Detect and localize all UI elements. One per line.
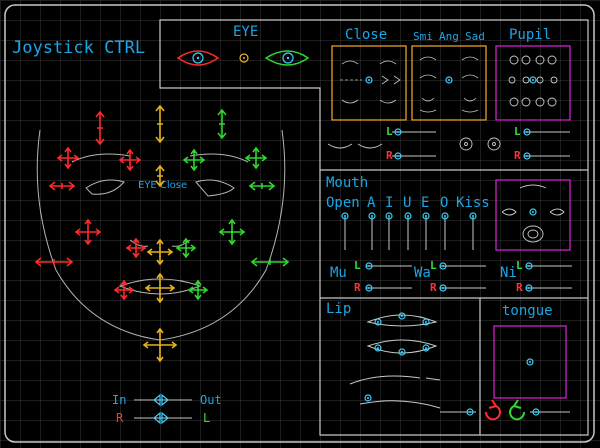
wa-r-label: R — [430, 281, 437, 294]
nostril-left-ctrl[interactable] — [175, 237, 197, 259]
brow-left-inner-ctrl[interactable] — [182, 148, 206, 172]
eye-left-h-arrow[interactable] — [248, 181, 276, 191]
brow-outer-left-arrow[interactable] — [217, 108, 227, 140]
pupil-box[interactable] — [495, 45, 571, 121]
jaw-l-label: L — [203, 411, 211, 425]
cheek-right-ctrl[interactable] — [74, 218, 102, 246]
expression-sad-label: Sad — [465, 30, 485, 43]
close-r-label: R — [386, 149, 393, 162]
kiss-label: Kiss — [456, 195, 490, 211]
eye-control-group[interactable] — [176, 50, 310, 66]
pupil-section-label: Pupil — [509, 27, 552, 43]
close-box[interactable] — [331, 45, 407, 121]
cheek-left-h-arrow[interactable] — [250, 257, 290, 267]
jaw-slider-handles[interactable] — [153, 393, 169, 425]
expression-box[interactable] — [411, 45, 487, 121]
vowel-u-label: U — [403, 195, 412, 211]
wa-label: Wa — [414, 265, 431, 281]
mouth-section-label: Mouth — [326, 175, 369, 191]
brow-outer-right-arrow[interactable] — [95, 110, 105, 146]
face-controllers[interactable] — [34, 104, 290, 363]
lip-shapes — [349, 314, 441, 409]
eye-center-control[interactable] — [239, 53, 249, 63]
left-eye-shape[interactable] — [176, 50, 220, 66]
pupil-l-label: L — [514, 125, 521, 138]
eye-close-face-label: EYE Close — [138, 180, 187, 191]
panel-frames — [159, 19, 589, 436]
vowel-a-label: A — [367, 195, 376, 211]
outer-frame — [4, 4, 595, 443]
close-l-label: L — [386, 125, 393, 138]
nose-bridge-arrow[interactable] — [155, 164, 165, 188]
nostril-right-ctrl[interactable] — [125, 237, 147, 259]
close-section-label: Close — [345, 27, 388, 43]
jaw-out-label: Out — [200, 393, 222, 407]
mouth-vowel-sliders — [344, 216, 474, 250]
cheek-right-h-arrow[interactable] — [34, 257, 74, 267]
ni-l-label: L — [516, 259, 523, 272]
brow-right-inner-ctrl[interactable] — [118, 148, 142, 172]
wa-l-label: L — [430, 259, 437, 272]
app-title: Joystick CTRL — [12, 38, 146, 58]
mu-l-label: L — [354, 259, 361, 272]
mouth-corner-left-ctrl[interactable] — [187, 279, 209, 301]
mouth-center-ctrl[interactable] — [144, 272, 176, 304]
tongue-box[interactable] — [493, 325, 567, 399]
tongue-section-label: tongue — [502, 303, 553, 319]
eye-section-label: EYE — [233, 24, 259, 40]
mu-r-label: R — [354, 281, 361, 294]
ni-label: Ni — [500, 265, 517, 281]
brow-right-outer-ctrl[interactable] — [56, 146, 80, 170]
jaw-in-label: In — [112, 393, 127, 407]
right-eye-shape[interactable] — [264, 50, 310, 66]
vowel-o-label: O — [440, 195, 449, 211]
vowel-i-label: I — [385, 195, 394, 211]
mu-label: Mu — [330, 265, 347, 281]
mouth-shape-box[interactable] — [495, 179, 571, 251]
open-label: Open — [326, 195, 360, 211]
cheek-left-ctrl[interactable] — [218, 218, 246, 246]
mouth-corner-right-ctrl[interactable] — [113, 279, 135, 301]
vowel-e-label: E — [421, 195, 430, 211]
brow-left-outer-ctrl[interactable] — [244, 146, 268, 170]
brow-center-arrow[interactable] — [155, 104, 165, 144]
tongue-rotate-controls[interactable] — [484, 399, 526, 421]
expression-smi-label: Smi — [413, 30, 433, 43]
eye-right-h-arrow[interactable] — [48, 181, 76, 191]
jaw-r-label: R — [116, 411, 124, 425]
jaw-ctrl[interactable] — [142, 327, 178, 363]
pupil-r-label: R — [514, 149, 521, 162]
lip-section-label: Lip — [326, 301, 352, 317]
nose-center-ctrl[interactable] — [146, 238, 174, 266]
ni-r-label: R — [516, 281, 523, 294]
expression-ang-label: Ang — [439, 30, 459, 43]
